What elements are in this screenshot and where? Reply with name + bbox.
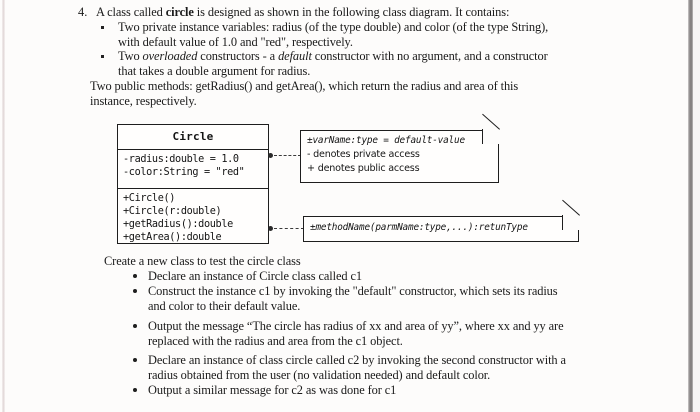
connector-dot-methods — [268, 226, 273, 231]
methods-paragraph-line-1: Two public methods: getRadius() and getA… — [90, 79, 519, 93]
bullet-top-2-line-2: that takes a double argument for radius. — [118, 64, 311, 78]
uml-attribute-radius: -radius:double = 1.0 — [123, 154, 239, 165]
note-variable-body — [300, 130, 499, 183]
bullet-marker — [133, 324, 137, 328]
bullet-marker — [133, 274, 137, 278]
intro-line: A class called circle is designed as sho… — [96, 5, 509, 20]
note-variable-line-3: + denotes public access — [307, 163, 420, 174]
intro-before-bold: A class called — [96, 5, 166, 19]
bullet-marker — [101, 26, 104, 29]
note-variable-syntax: ±varName:type = default-value - denotes … — [300, 113, 500, 183]
connector-line-attributes — [274, 155, 301, 156]
note-variable-line-2: - denotes private access — [307, 149, 420, 160]
test-class-heading: Create a new class to test the circle cl… — [104, 254, 301, 268]
intro-bold-term: circle — [165, 5, 194, 19]
question-number: 4. — [78, 5, 88, 19]
bullet-top-1-line-2: with default value of 1.0 and "red", res… — [118, 35, 353, 49]
bullet-bottom-4-line-2: radius obtained from the user (no valida… — [148, 368, 491, 382]
seg-italic-overloaded: overloaded — [142, 49, 198, 63]
bullet-bottom-4-line-1: Declare an instance of class circle call… — [148, 353, 566, 367]
bullet-top-2-line-1: Two overloaded constructors - a default … — [118, 49, 548, 64]
bullet-marker — [133, 358, 137, 362]
uml-attributes-compartment: -radius:double = 1.0 -color:String = "re… — [123, 153, 245, 179]
seg-normal: constructor with no argument, and a cons… — [311, 49, 548, 63]
bullet-bottom-2-line-2: and color to their default value. — [148, 299, 301, 313]
scan-edge-right-margin — [693, 0, 700, 412]
note-fold-edge — [562, 199, 580, 216]
uml-divider-attributes — [118, 149, 268, 150]
note-fold-edge — [482, 113, 500, 130]
bullet-bottom-2-line-1: Construct the instance c1 by invoking th… — [148, 284, 558, 298]
note-fold-cut — [482, 129, 500, 144]
bullet-marker — [133, 388, 137, 392]
uml-method-get-area: +getArea():double — [123, 232, 222, 243]
intro-after-bold: is designed as shown in the following cl… — [193, 5, 510, 19]
scan-edge-left — [2, 0, 5, 412]
seg-italic-default: default — [278, 49, 312, 63]
uml-method-get-radius: +getRadius():double — [123, 219, 233, 230]
scan-edge-right — [688, 0, 693, 412]
uml-attribute-color: -color:String = "red" — [123, 167, 245, 178]
note-fold-cut — [562, 215, 580, 230]
uml-class-box: Circle -radius:double = 1.0 -color:Strin… — [117, 124, 269, 244]
uml-method-circle-radius: +Circle(r:double) — [123, 206, 222, 217]
methods-paragraph-line-2: instance, respectively. — [90, 94, 197, 108]
bullet-top-1-line-1: Two private instance variables: radius (… — [118, 20, 549, 34]
bullet-bottom-3-line-2: replaced with the radius and area from t… — [148, 334, 403, 348]
connector-line-methods — [274, 228, 304, 229]
note-method-syntax: ±methodName(parmName:type,...):retunType — [303, 199, 580, 242]
uml-methods-compartment: +Circle() +Circle(r:double) +getRadius()… — [123, 192, 233, 244]
note-variable-line-1: ±varName:type = default-value — [307, 135, 465, 146]
bullet-bottom-3-line-1: Output the message “The circle has radiu… — [148, 319, 564, 333]
connector-dot-attributes — [268, 153, 273, 158]
bullet-bottom-5-line-1: Output a similar message for c2 as was d… — [148, 383, 397, 397]
note-method-body — [303, 216, 579, 242]
note-method-line-1: ±methodName(parmName:type,...):retunType — [310, 222, 528, 233]
seg-normal: Two — [118, 49, 143, 63]
uml-method-circle-default: +Circle() — [123, 193, 176, 204]
uml-class-name: Circle — [172, 130, 214, 143]
uml-divider-methods — [118, 188, 268, 189]
bullet-marker — [101, 55, 104, 58]
bullet-marker — [133, 289, 137, 293]
bullet-bottom-1-line-1: Declare an instance of Circle class call… — [148, 269, 362, 283]
seg-normal: constructors - a — [197, 49, 279, 63]
